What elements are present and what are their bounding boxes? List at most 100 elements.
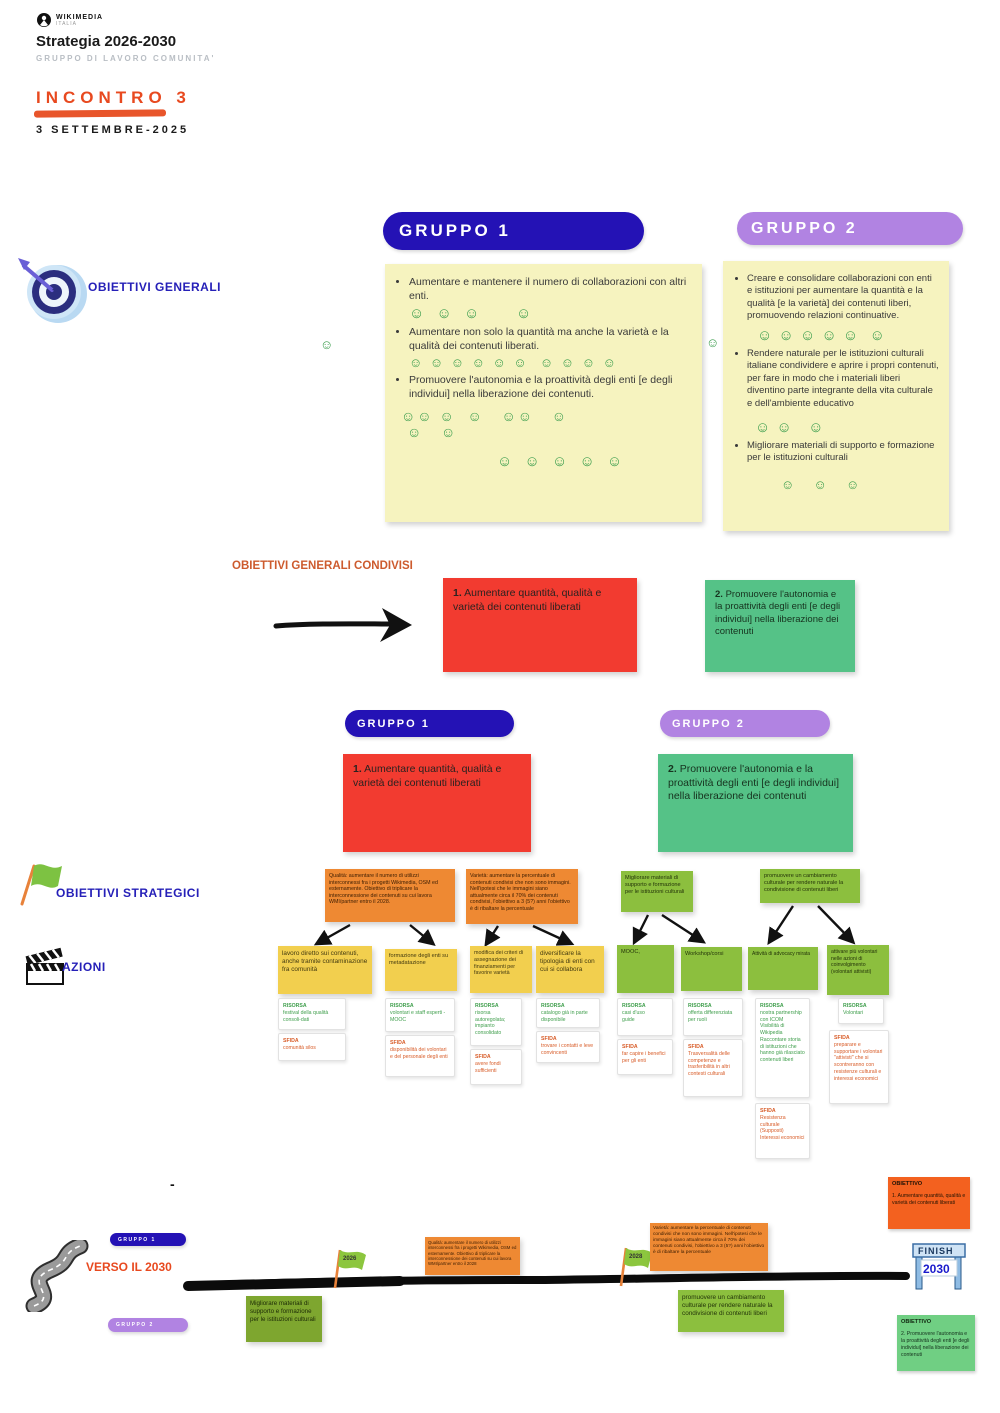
risorsa-card-3[interactable]: RISORSA risorsa autoregolata; impianto c… bbox=[470, 998, 522, 1046]
shared-objective-1-number: 1. bbox=[453, 587, 462, 599]
action-note-8[interactable]: attivare più volontari nelle azioni di c… bbox=[827, 945, 889, 995]
g1-smileys-3c: ☺ ☺ ☺ ☺ ☺ bbox=[497, 452, 627, 470]
gruppo2-pill[interactable]: GRUPPO 2 bbox=[737, 212, 963, 245]
g2-bullet-3: Migliorare materiali di supporto e forma… bbox=[747, 440, 939, 492]
g1-bullet-3: Promuovere l'autonomia e la proattività … bbox=[401, 374, 692, 470]
action-note-1[interactable]: lavoro diretto sui contenuti, anche tram… bbox=[278, 946, 372, 994]
timeline-obiettivo-2[interactable]: OBIETTIVO 2. Promuovere l'autonomia e la… bbox=[897, 1315, 975, 1371]
g2-smileys-1: ☺ ☺ ☺ ☺ ☺ ☺ bbox=[757, 327, 886, 345]
gruppo1-objectives-note[interactable]: Aumentare e mantenere il numero di colla… bbox=[385, 264, 702, 522]
stray-smiley-1: ☺ bbox=[320, 337, 338, 352]
action-2-text: formazione degli enti su metadatazione bbox=[389, 953, 449, 966]
shared-objective-2-text: Promuovere l'autonomia e la proattività … bbox=[715, 589, 841, 638]
gruppo2-objective-box[interactable]: 2. Promuovere l'autonomia e la proattivi… bbox=[658, 754, 853, 852]
sfida-card-2[interactable]: SFIDA disponibilità dei volontari e del … bbox=[385, 1035, 455, 1077]
shared-objective-1[interactable]: 1. Aumentare quantità, qualità e varietà… bbox=[443, 578, 637, 672]
timeline-note-migliorare-text: Migliorare materiali di supporto e forma… bbox=[250, 1300, 316, 1323]
sfida-title: SFIDA bbox=[760, 1108, 776, 1114]
g2-bullet-1: Creare e consolidare collaborazioni con … bbox=[747, 273, 939, 344]
sfida-card-5[interactable]: SFIDA far capire i benefici per gli enti bbox=[617, 1039, 673, 1075]
action-note-4[interactable]: diversificare la tipologia di enti con c… bbox=[536, 946, 604, 993]
flag-2028-label: 2028 bbox=[629, 1254, 643, 1260]
action-note-7[interactable]: Attività di advocacy mirata bbox=[748, 947, 818, 990]
sfida-title: SFIDA bbox=[390, 1040, 406, 1046]
gruppo1-pill-timeline[interactable]: GRUPPO 1 bbox=[110, 1233, 186, 1246]
risorsa-card-8[interactable]: RISORSA Volontari bbox=[838, 998, 884, 1024]
brand-name: WIKIMEDIA bbox=[56, 13, 104, 21]
gruppo1-objective-box[interactable]: 1. Aumentare quantità, qualità e varietà… bbox=[343, 754, 531, 852]
sfida-card-3[interactable]: SFIDA avere fondi sufficienti bbox=[470, 1049, 522, 1085]
risorsa-title: RISORSA bbox=[760, 1003, 784, 1009]
timeline-note-migliorare[interactable]: Migliorare materiali di supporto e forma… bbox=[246, 1296, 322, 1342]
gruppo2-objectives-note[interactable]: Creare e consolidare collaborazioni con … bbox=[723, 261, 949, 531]
action-7-text: Attività di advocacy mirata bbox=[752, 951, 811, 957]
gruppo2-mid-label: GRUPPO 2 bbox=[672, 717, 745, 730]
action-8-text: attivare più volontari nelle azioni di c… bbox=[831, 949, 878, 975]
risorsa-card-6[interactable]: RISORSA offerta differenziata per ruoli bbox=[683, 998, 743, 1036]
gruppo2-pill-timeline[interactable]: GRUPPO 2 bbox=[108, 1318, 188, 1332]
action-note-6[interactable]: Workshop/corsi bbox=[681, 947, 742, 991]
risorsa-title: RISORSA bbox=[843, 1003, 867, 1009]
g1-bullet-2: Aumentare non solo la quantità ma anche … bbox=[409, 326, 692, 370]
risorsa-card-7[interactable]: RISORSA nostra partnership con ICOM Visi… bbox=[755, 998, 810, 1098]
risorsa-6-text: offerta differenziata per ruoli bbox=[688, 1009, 733, 1023]
gruppo1-label: GRUPPO 1 bbox=[399, 221, 511, 240]
action-note-3[interactable]: modifica dei criteri di assegnazione dei… bbox=[470, 946, 532, 993]
sfida-title: SFIDA bbox=[688, 1044, 704, 1050]
gruppo2-pill-mid[interactable]: GRUPPO 2 bbox=[660, 710, 830, 737]
risorsa-8-text: Volontari bbox=[843, 1009, 864, 1016]
timeline-note-qualita[interactable]: Qualità: aumentare il numero di utilizzi… bbox=[425, 1237, 520, 1275]
sfida-8-text: preparare e supportare i volontari "atti… bbox=[834, 1041, 883, 1082]
g1-bullet-1: Aumentare e mantenere il numero di colla… bbox=[409, 276, 692, 322]
timeline-note-promuovere-text: promuovere un cambiamento culturale per … bbox=[682, 1294, 773, 1317]
risorsa-card-4[interactable]: RISORSA catalogo già in parte disponibil… bbox=[536, 998, 600, 1028]
strategic-note-promuovere[interactable]: promuovere un cambiamento culturale per … bbox=[760, 869, 860, 903]
timeline-note-varieta[interactable]: Varietà: aumentare la percentuale di con… bbox=[650, 1223, 768, 1271]
timeline-obiettivo-1[interactable]: OBIETTIVO 1. Aumentare quantità, qualità… bbox=[888, 1177, 970, 1229]
risorsa-title: RISORSA bbox=[541, 1003, 565, 1009]
sfida-card-4[interactable]: SFIDA trovare i contatti e leve convince… bbox=[536, 1031, 600, 1063]
action-note-5[interactable]: MOOC, bbox=[617, 945, 674, 993]
milestone-flag-2026: 2026 bbox=[333, 1249, 366, 1289]
finish-label: FINISH bbox=[918, 1246, 954, 1256]
sfida-4-text: trovare i contatti e leve convincenti bbox=[541, 1042, 594, 1056]
strategic-note-qualita[interactable]: Qualità: aumentare il numero di utilizzi… bbox=[325, 869, 455, 922]
risorsa-card-1[interactable]: RISORSA festival della qualità consoli-d… bbox=[278, 998, 346, 1030]
sfida-card-6[interactable]: SFIDA Trasversalità delle competenze e t… bbox=[683, 1039, 743, 1097]
dash-mark: - bbox=[170, 1176, 175, 1192]
sfida-card-7[interactable]: SFIDA Resistenza culturale (Supposti) In… bbox=[755, 1103, 810, 1159]
section-condivisi: OBIETTIVI GENERALI CONDIVISI bbox=[232, 560, 413, 572]
page-title: Strategia 2026-2030 bbox=[36, 33, 177, 50]
sfida-card-1[interactable]: SFIDA comunità silos bbox=[278, 1033, 346, 1061]
risorsa-title: RISORSA bbox=[475, 1003, 499, 1009]
g2-bullet-2: Rendere naturale per le istituzioni cult… bbox=[747, 348, 939, 435]
action-note-2[interactable]: formazione degli enti su metadatazione bbox=[385, 949, 457, 991]
strategic-note-promuovere-text: promuovere un cambiamento culturale per … bbox=[764, 873, 844, 893]
risorsa-card-2[interactable]: RISORSA volontari e staff esperti - MOOC bbox=[385, 998, 455, 1032]
sfida-title: SFIDA bbox=[622, 1044, 638, 1050]
sfida-title: SFIDA bbox=[834, 1035, 850, 1041]
gruppo2-timeline-label: GRUPPO 2 bbox=[116, 1322, 154, 1328]
shared-objective-2-number: 2. bbox=[715, 589, 723, 600]
gruppo1-pill[interactable]: GRUPPO 1 bbox=[383, 212, 644, 250]
timeline-note-promuovere[interactable]: promuovere un cambiamento culturale per … bbox=[678, 1290, 784, 1332]
sfida-title: SFIDA bbox=[283, 1038, 299, 1044]
action-6-text: Workshop/corsi bbox=[685, 951, 724, 957]
strategic-note-qualita-text: Qualità: aumentare il numero di utilizzi… bbox=[329, 873, 438, 906]
risorsa-title: RISORSA bbox=[688, 1003, 712, 1009]
strategic-note-migliorare[interactable]: Migliorare materiali di supporto e forma… bbox=[621, 871, 693, 912]
clapperboard-icon bbox=[25, 947, 64, 985]
risorsa-title: RISORSA bbox=[283, 1003, 307, 1009]
risorsa-1-text: festival della qualità consoli-dati bbox=[283, 1009, 329, 1023]
sfida-card-8[interactable]: SFIDA preparare e supportare i volontari… bbox=[829, 1030, 889, 1104]
g1-smileys-2: ☺ ☺ ☺ ☺ ☺ ☺ ☺ ☺ ☺ ☺ bbox=[409, 355, 618, 371]
shared-objective-2[interactable]: 2. Promuovere l'autonomia e la proattivi… bbox=[705, 580, 855, 672]
g2-smileys-3: ☺ ☺ ☺ bbox=[781, 477, 864, 493]
g1-smileys-3a: ☺☺ ☺ ☺ ☺☺ ☺ bbox=[401, 408, 569, 425]
stray-smiley-2: ☺ bbox=[706, 335, 724, 350]
strategic-note-varieta[interactable]: Varietà: aumentare la percentuale di con… bbox=[466, 869, 578, 924]
gruppo1-pill-mid[interactable]: GRUPPO 1 bbox=[345, 710, 514, 737]
meeting-underline bbox=[33, 109, 167, 118]
gruppo1-mid-label: GRUPPO 1 bbox=[357, 717, 430, 730]
risorsa-card-5[interactable]: RISORSA casi d'uso guide bbox=[617, 998, 673, 1036]
